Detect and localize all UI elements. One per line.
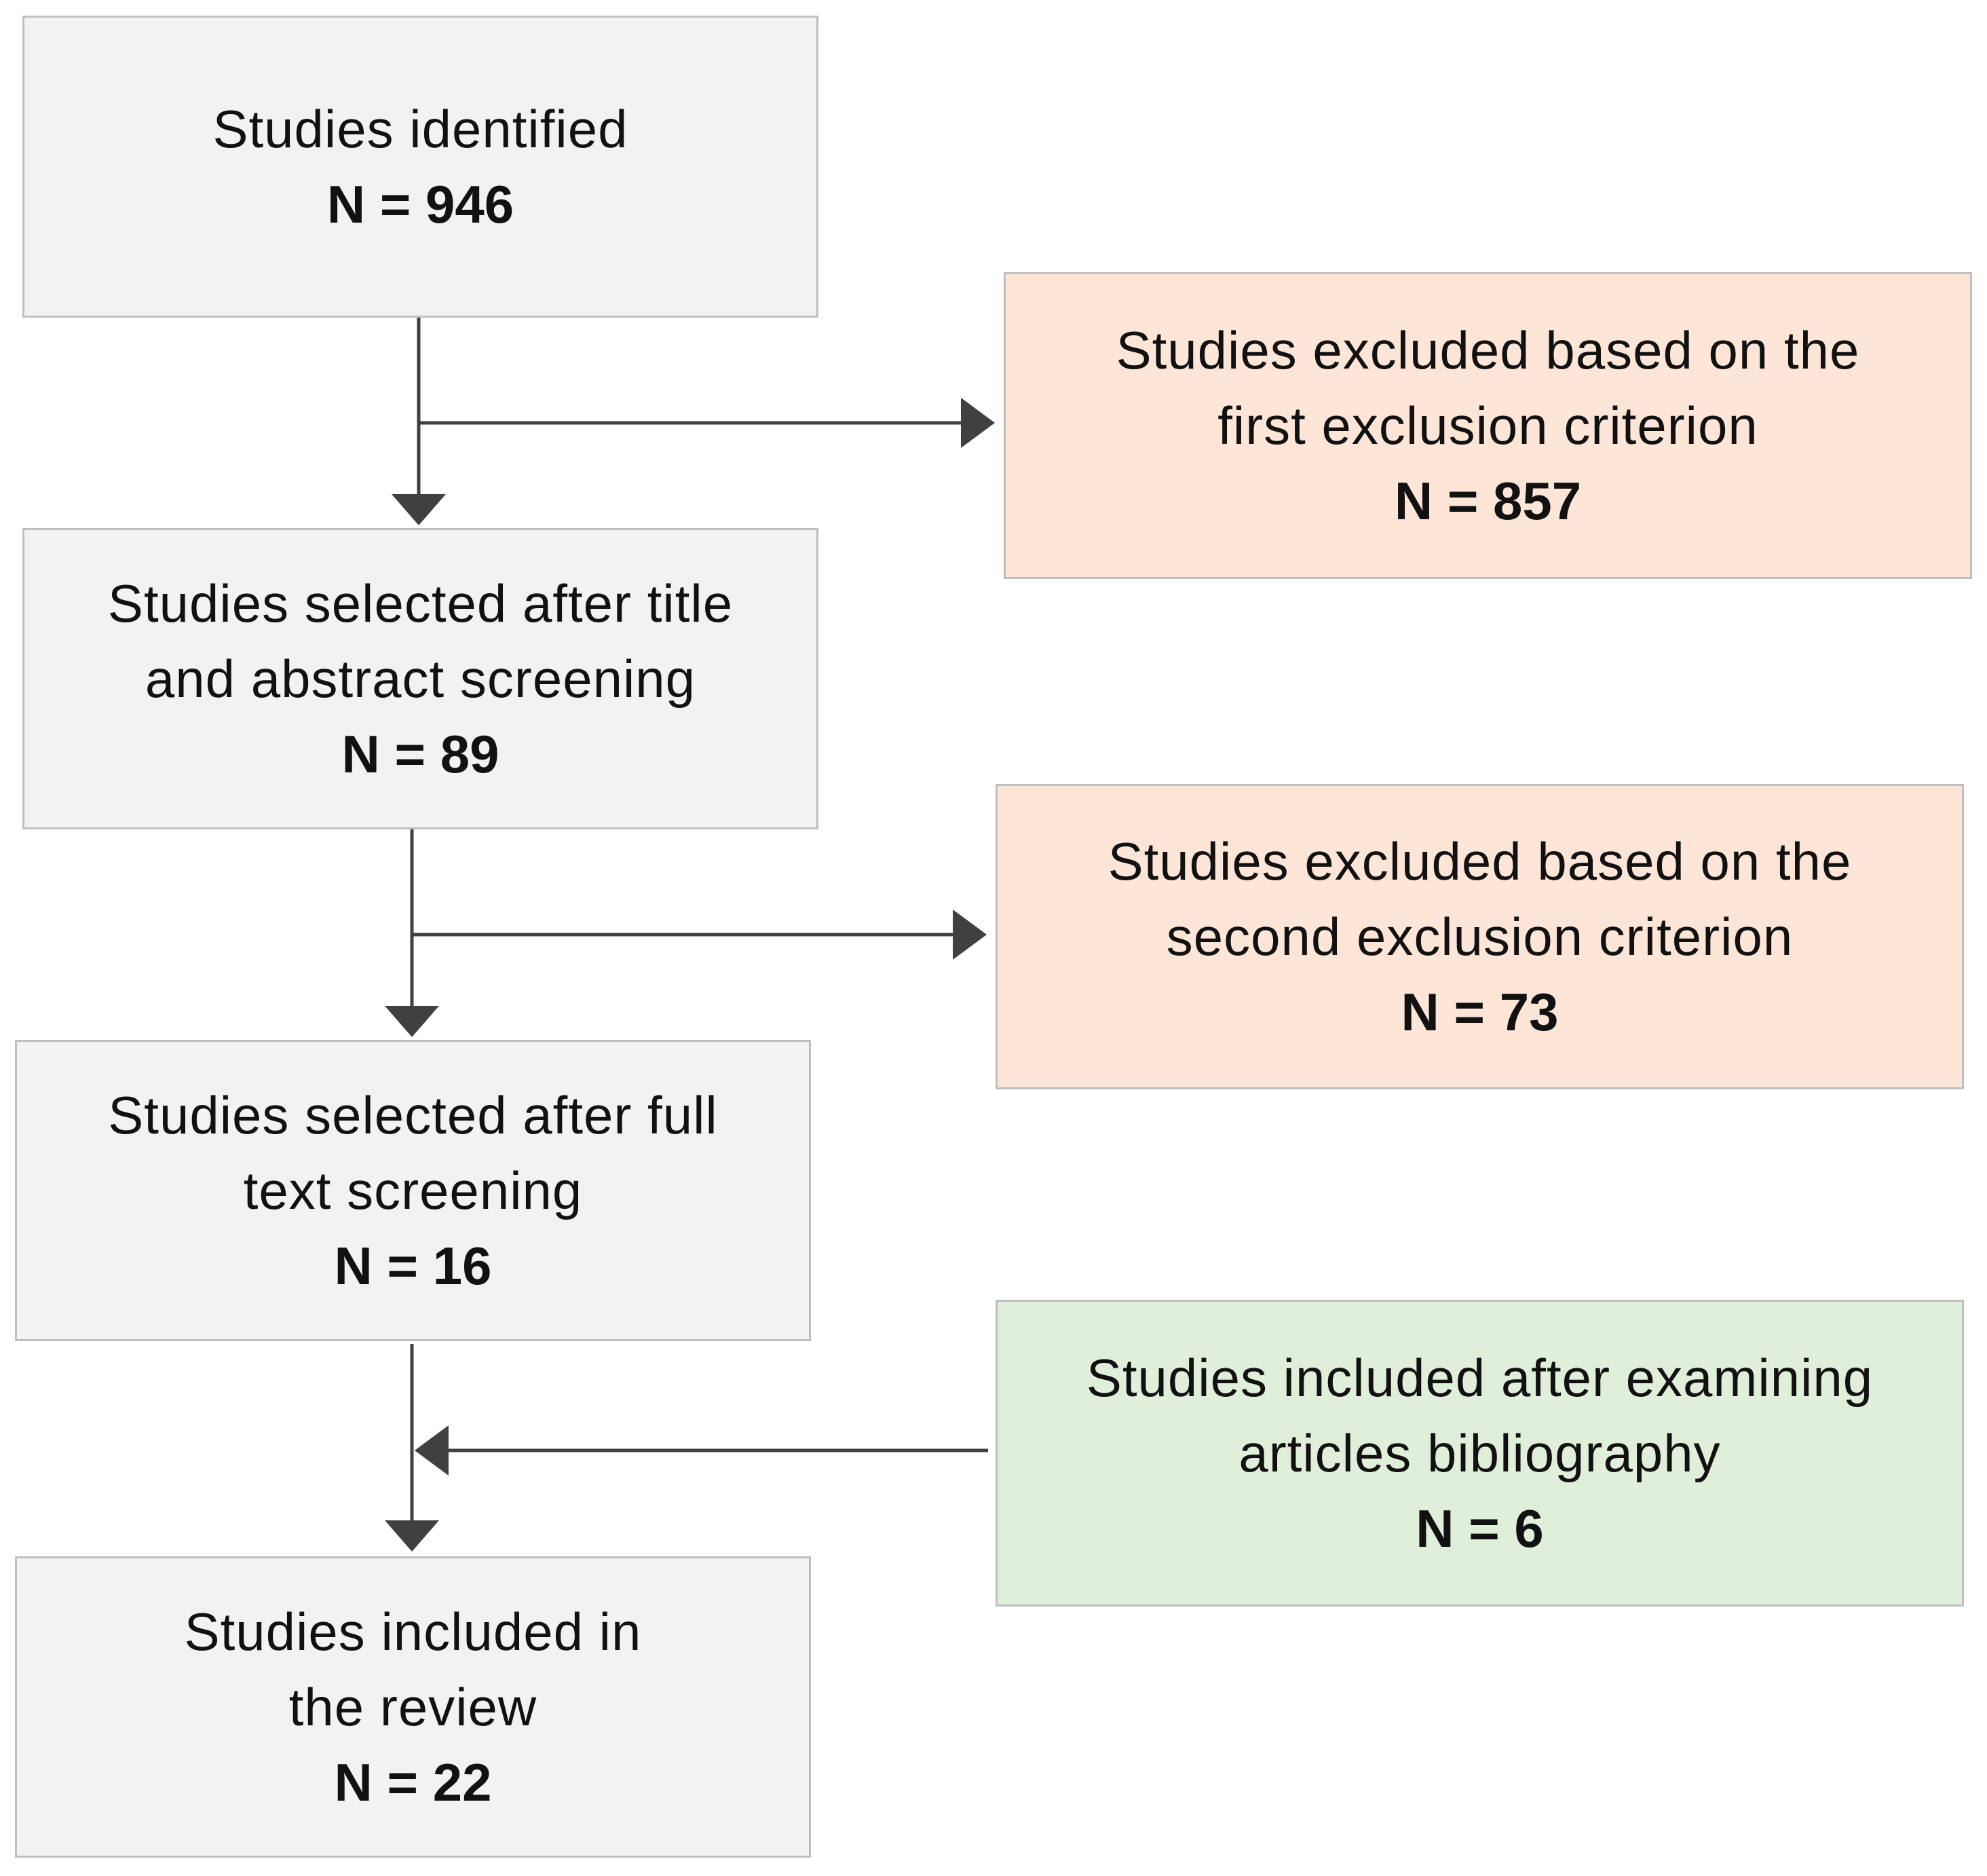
box-excluded-second-criterion: Studies excluded based on the second exc… [996,784,1964,1089]
box-label-line: second exclusion criterion [1166,906,1794,967]
box-count: N = 6 [1416,1498,1544,1558]
box-label-line: Studies excluded based on the [1108,831,1852,891]
box-full-text-screening: Studies selected after full text screeni… [15,1040,811,1341]
box-label-line: Studies included in [184,1601,642,1662]
box-label: Studies selected after title and abstrac… [108,566,733,717]
box-label: Studies included in the review [185,1594,642,1745]
box-label-line: text screening [243,1160,583,1220]
box-title-abstract-screening: Studies selected after title and abstrac… [22,528,818,829]
box-label: Studies selected after full text screeni… [108,1078,717,1228]
box-count: N = 946 [326,174,514,234]
arrowhead-left-3 [415,1425,449,1476]
arrowhead-right-2 [953,909,987,960]
box-count: N = 857 [1394,470,1582,531]
box-label: Studies excluded based on the first excl… [1116,313,1860,464]
arrowhead-down-1 [392,494,446,525]
box-included-in-review: Studies included in the review N = 22 [15,1556,811,1858]
box-label-line: the review [288,1676,537,1737]
arrowhead-right-1 [961,398,995,448]
box-count: N = 22 [334,1752,492,1812]
box-label: Studies excluded based on the second exc… [1108,824,1852,975]
box-count: N = 89 [341,724,499,784]
box-label-line: Studies selected after full [108,1085,718,1145]
box-label-line: and abstract screening [145,648,696,709]
box-label-line: Studies selected after title [107,573,734,633]
box-label-line: Studies included after examining [1086,1347,1874,1408]
arrowhead-down-2 [385,1006,439,1037]
box-count: N = 73 [1401,981,1559,1042]
box-studies-identified: Studies identified N = 946 [22,16,818,318]
box-label-line: articles bibliography [1238,1423,1721,1483]
box-label-line: Studies excluded based on the [1116,320,1860,380]
box-label-line: first exclusion criterion [1217,395,1758,455]
box-label-line: Studies identified [212,98,628,159]
box-excluded-first-criterion: Studies excluded based on the first excl… [1004,272,1972,579]
box-label: Studies identified [212,92,628,167]
box-count: N = 16 [334,1235,492,1296]
box-included-from-bibliography: Studies included after examining article… [996,1300,1964,1607]
arrowhead-down-3 [385,1520,439,1552]
box-label: Studies included after examining article… [1086,1340,1873,1491]
